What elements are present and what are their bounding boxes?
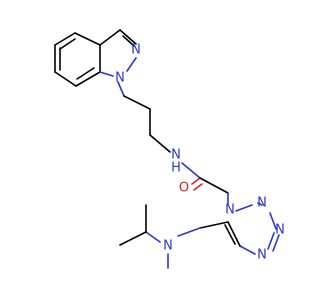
bond bbox=[54, 32, 76, 46]
molecule-structure: N N N H O N N N N N bbox=[54, 29, 285, 269]
atom-n-indazole-sub: N bbox=[115, 71, 125, 86]
bond bbox=[177, 227, 201, 237]
atom-n-tetrazole-4: N bbox=[257, 248, 267, 263]
bond bbox=[119, 231, 147, 246]
bond bbox=[199, 177, 229, 194]
tetrazole-ring bbox=[224, 202, 280, 255]
atom-n-indazole-ring: N bbox=[131, 43, 141, 58]
atom-o-carbonyl: O bbox=[179, 181, 189, 196]
bond bbox=[54, 71, 77, 87]
bond bbox=[257, 202, 263, 206]
molecule-canvas: N N N H O N N N N N bbox=[54, 29, 285, 269]
bond-double bbox=[76, 67, 95, 80]
bond bbox=[269, 212, 277, 230]
bond bbox=[191, 177, 201, 185]
atom-n-tetrazole-2: N bbox=[257, 196, 267, 211]
atom-n-tetrazole-1: N bbox=[225, 203, 235, 218]
bond bbox=[75, 71, 101, 87]
atom-n-tetrazole-3: N bbox=[275, 223, 285, 238]
bond bbox=[239, 245, 256, 255]
bond bbox=[99, 29, 121, 46]
bond bbox=[227, 221, 241, 247]
bond bbox=[122, 35, 135, 47]
atom-h-amide: H bbox=[171, 161, 181, 176]
bond bbox=[181, 162, 201, 179]
bond-double bbox=[59, 38, 76, 50]
bond bbox=[272, 234, 280, 252]
bond bbox=[235, 204, 253, 212]
bond bbox=[145, 231, 161, 243]
bond bbox=[119, 29, 137, 45]
indazole-benzene-ring bbox=[54, 32, 101, 87]
propyl-chain bbox=[123, 95, 201, 179]
amide-group bbox=[191, 177, 229, 205]
bond bbox=[267, 232, 275, 250]
bond bbox=[74, 32, 101, 46]
bond bbox=[224, 224, 236, 245]
atom-n-amide: N bbox=[171, 148, 181, 163]
bond bbox=[149, 134, 171, 153]
aminomethyl-group bbox=[119, 204, 229, 269]
bond bbox=[123, 95, 151, 110]
bond bbox=[126, 57, 137, 72]
bond bbox=[193, 183, 203, 191]
atom-n-amine: N bbox=[163, 239, 173, 254]
bond bbox=[99, 71, 114, 77]
bond bbox=[117, 81, 125, 97]
indazole-pyrazole-ring bbox=[99, 29, 137, 97]
bond bbox=[199, 221, 229, 229]
